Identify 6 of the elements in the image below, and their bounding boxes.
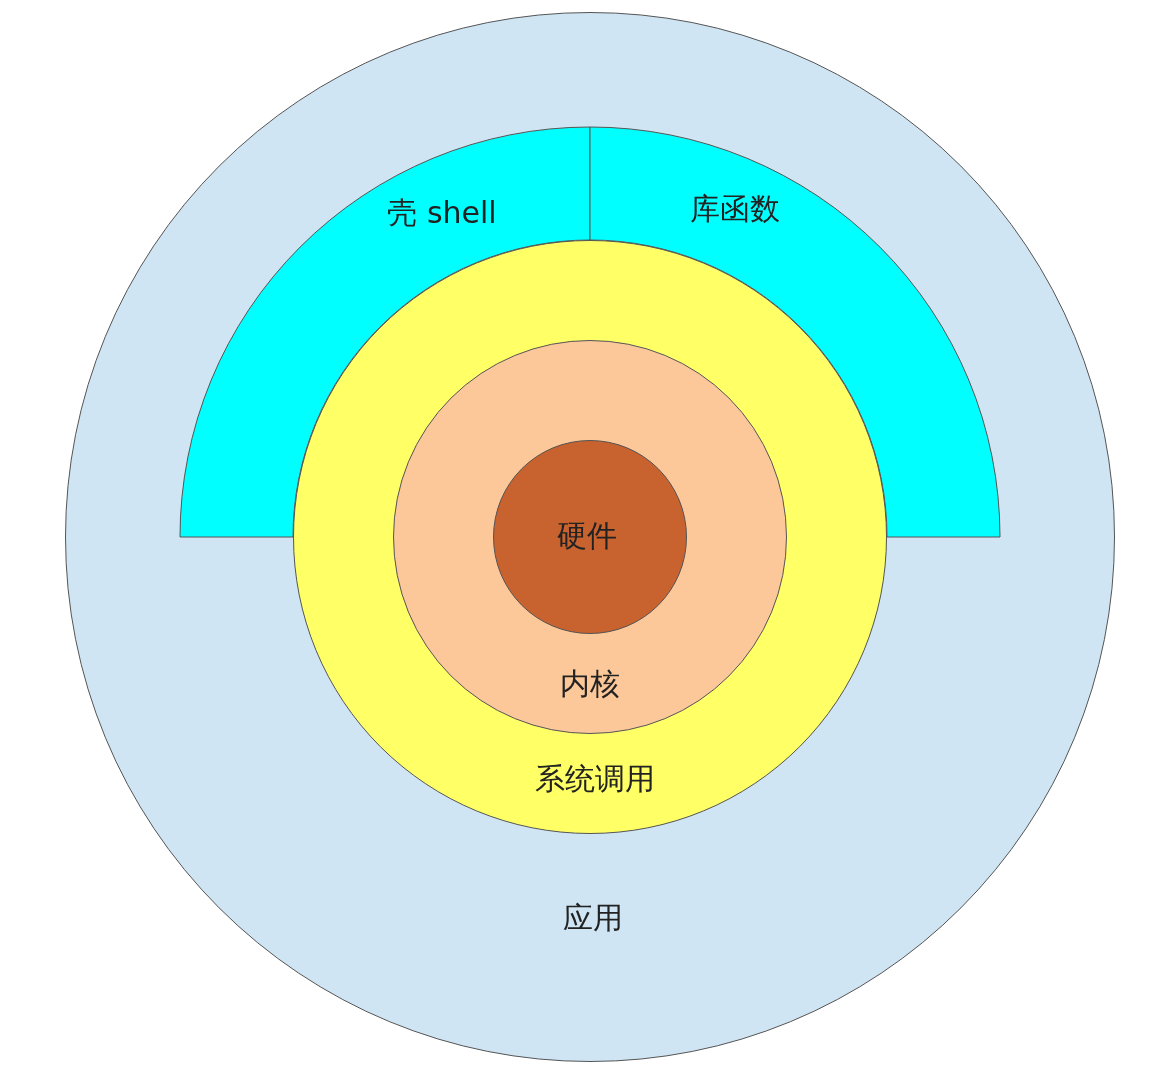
layer-label: 系统调用	[535, 761, 655, 795]
layer-label: 库函数	[690, 191, 780, 225]
layer-label: 壳 shell	[387, 195, 497, 229]
layer-label: 应用	[563, 900, 623, 934]
layer-label: 内核	[560, 666, 620, 700]
layer-label: 硬件	[557, 518, 617, 552]
